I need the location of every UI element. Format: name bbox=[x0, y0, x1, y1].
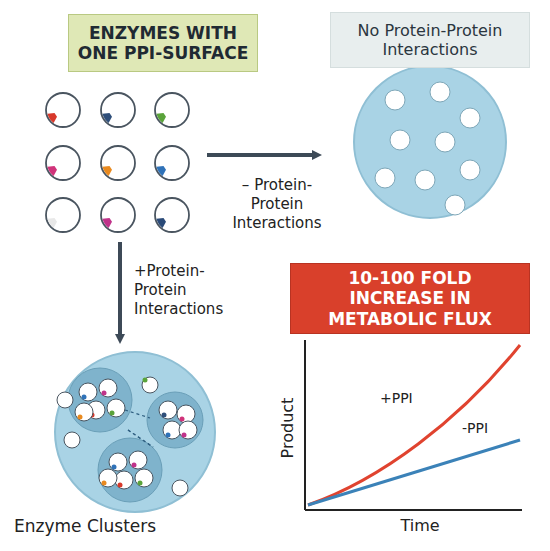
free-enzyme bbox=[385, 90, 405, 110]
cluster bbox=[147, 392, 203, 448]
enzyme bbox=[177, 405, 195, 423]
interaction-line bbox=[125, 410, 150, 418]
ppi-surface bbox=[112, 465, 117, 470]
enzyme bbox=[109, 453, 127, 471]
cluster-circle bbox=[55, 352, 215, 512]
enzyme bbox=[101, 93, 135, 127]
enzyme bbox=[99, 469, 117, 487]
ppi-surface bbox=[138, 481, 143, 486]
enzyme bbox=[159, 401, 177, 419]
enzyme bbox=[155, 93, 189, 127]
cluster bbox=[98, 438, 162, 502]
free-enzyme bbox=[430, 82, 450, 102]
enzyme bbox=[79, 383, 97, 401]
ppi-surface bbox=[47, 113, 57, 123]
ppi-surface bbox=[156, 166, 166, 176]
enzyme-grid bbox=[46, 93, 189, 232]
ppi-surface bbox=[182, 433, 187, 438]
enzyme bbox=[155, 198, 189, 232]
enzyme bbox=[99, 379, 117, 397]
title-box: ENZYMES WITH ONE PPI-SURFACE bbox=[68, 14, 258, 72]
ppi-surface bbox=[78, 415, 83, 420]
ppi-surface bbox=[118, 483, 123, 488]
ppi-surface bbox=[110, 411, 115, 416]
interaction-line bbox=[128, 430, 153, 447]
result-banner: 10-100 FOLD INCREASE IN METABOLIC FLUX bbox=[290, 263, 530, 334]
enzyme bbox=[46, 146, 80, 180]
series-label: -PPI bbox=[462, 420, 512, 438]
heading-box: No Protein-Protein Interactions bbox=[330, 12, 530, 68]
enzyme bbox=[101, 198, 135, 232]
ppi-surface bbox=[180, 417, 185, 422]
ppi-surface bbox=[47, 166, 57, 176]
no-ppi-circle bbox=[354, 66, 506, 218]
ppi-surface bbox=[166, 433, 171, 438]
free-enzyme bbox=[142, 377, 158, 393]
ppi-surface bbox=[102, 481, 107, 486]
ppi-surface bbox=[132, 463, 137, 468]
plus-ppi-arrow bbox=[118, 242, 122, 340]
ppi-surface bbox=[102, 218, 112, 228]
enzyme bbox=[163, 421, 181, 439]
box-text: No Protein-Protein Interactions bbox=[339, 21, 521, 59]
box-text: ENZYMES WITH ONE PPI-SURFACE bbox=[77, 23, 249, 64]
free-enzyme bbox=[415, 170, 435, 190]
ppi-surface bbox=[156, 113, 166, 123]
arrow-label: – Protein- Protein Interactions bbox=[222, 176, 332, 232]
free-enzyme bbox=[460, 160, 480, 180]
axis-label: Product bbox=[278, 388, 298, 468]
plus-ppi-curve bbox=[308, 345, 520, 505]
enzyme-clusters bbox=[57, 368, 203, 502]
y-axis bbox=[304, 340, 306, 510]
free-enzyme bbox=[172, 480, 188, 496]
enzyme bbox=[179, 421, 197, 439]
free-enzyme bbox=[375, 168, 395, 188]
ppi-surface bbox=[102, 113, 112, 123]
ppi-surface bbox=[102, 391, 107, 396]
x-axis bbox=[305, 509, 522, 511]
minus-ppi-line bbox=[308, 440, 520, 505]
free-enzymes bbox=[375, 82, 480, 215]
enzyme bbox=[115, 471, 133, 489]
enzyme bbox=[75, 403, 93, 421]
arrow-label: +Protein- Protein Interactions bbox=[134, 262, 244, 318]
free-enzyme bbox=[460, 108, 480, 128]
free-enzyme bbox=[445, 195, 465, 215]
ppi-surface bbox=[47, 218, 57, 228]
ppi-surface bbox=[156, 218, 166, 228]
enzyme bbox=[155, 146, 189, 180]
enzyme bbox=[46, 93, 80, 127]
minus-ppi-arrow bbox=[207, 153, 318, 157]
series-label: +PPI bbox=[380, 390, 430, 408]
caption-label: Enzyme Clusters bbox=[14, 516, 174, 537]
interaction-line bbox=[128, 430, 153, 447]
free-enzyme bbox=[57, 392, 73, 408]
axis-label: Time bbox=[385, 516, 455, 536]
enzyme bbox=[135, 469, 153, 487]
box-text: 10-100 FOLD INCREASE IN METABOLIC FLUX bbox=[299, 268, 521, 329]
enzyme bbox=[101, 146, 135, 180]
enzyme bbox=[107, 399, 125, 417]
ppi-surface bbox=[143, 378, 148, 383]
free-enzyme bbox=[435, 132, 455, 152]
ppi-surface bbox=[102, 166, 112, 176]
ppi-surface bbox=[162, 413, 167, 418]
enzyme bbox=[129, 451, 147, 469]
enzyme bbox=[46, 198, 80, 232]
ppi-surface bbox=[82, 395, 87, 400]
free-enzyme bbox=[390, 130, 410, 150]
cluster bbox=[68, 368, 132, 432]
free-enzyme bbox=[64, 432, 80, 448]
